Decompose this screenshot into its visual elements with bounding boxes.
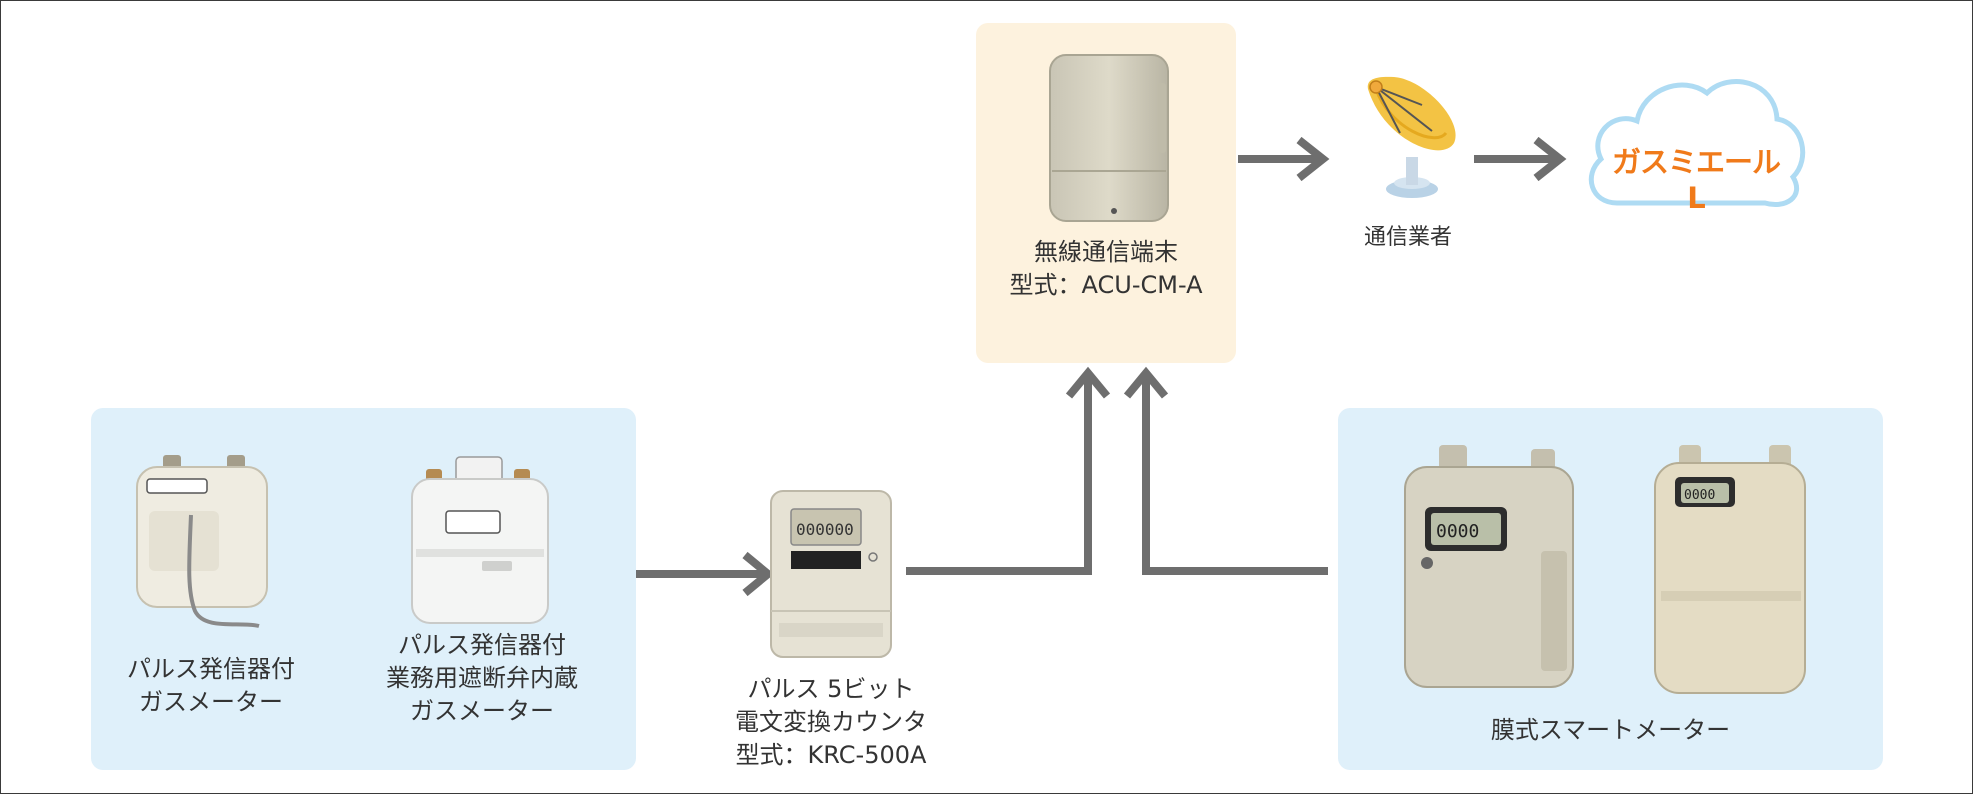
svg-text:000000: 000000 xyxy=(796,520,854,539)
pulse-meter-line2: ガスメーター xyxy=(139,688,283,716)
arrow-meters-to-counter-head xyxy=(742,551,775,597)
cloud-logo-text: ガスミエールL xyxy=(1611,145,1781,215)
pulse-meter-line1: パルス発信器付 xyxy=(127,655,295,683)
pulse-gas-meter-image xyxy=(136,455,268,628)
wireless-terminal-image xyxy=(1049,54,1169,222)
svg-text:0000: 0000 xyxy=(1436,521,1479,542)
arrow-counter-to-terminal xyxy=(906,378,1092,575)
commercial-meter-line1: パルス発信器付 xyxy=(398,631,566,659)
svg-text:0000: 0000 xyxy=(1684,488,1715,503)
commercial-meter-line2: 業務用遮断弁内蔵 xyxy=(386,664,578,692)
converter-counter-image: 000000 xyxy=(770,490,892,658)
smart-meter-large-image: 0000 xyxy=(1404,445,1574,688)
satellite-dish-icon xyxy=(1367,76,1456,198)
cloud-icon xyxy=(1588,79,1806,207)
counter-line1: パルス 5ビット xyxy=(747,675,915,703)
arrow-counter-to-terminal-head xyxy=(1065,366,1111,399)
commercial-meter-line3: ガスメーター xyxy=(410,697,554,725)
terminal-label: 無線通信端末 型式：ACU-CM-A xyxy=(976,236,1236,302)
counter-line3: 型式：KRC-500A xyxy=(735,741,927,769)
terminal-model: 型式：ACU-CM-A xyxy=(1009,271,1203,299)
arrow-smartmeter-to-terminal-head xyxy=(1123,366,1169,399)
smart-meter-label: 膜式スマートメーター xyxy=(1490,716,1731,744)
counter-label: パルス 5ビット 電文変換カウンタ 型式：KRC-500A xyxy=(701,673,961,772)
pulse-meter-label: パルス発信器付 ガスメーター xyxy=(111,653,311,719)
commercial-meter-label: パルス発信器付 業務用遮断弁内蔵 ガスメーター xyxy=(369,629,595,728)
counter-line2: 電文変換カウンタ xyxy=(735,708,927,736)
arrow-carrier-to-cloud-head xyxy=(1533,136,1567,182)
commercial-gas-meter-image xyxy=(411,456,549,624)
terminal-name: 無線通信端末 xyxy=(1034,238,1178,266)
smart-meter-small-image: 0000 xyxy=(1654,445,1806,694)
arrow-terminal-to-carrier-head xyxy=(1296,136,1330,182)
carrier-label: 通信業者 xyxy=(1363,225,1452,250)
arrow-smartmeter-to-terminal xyxy=(1142,378,1328,575)
